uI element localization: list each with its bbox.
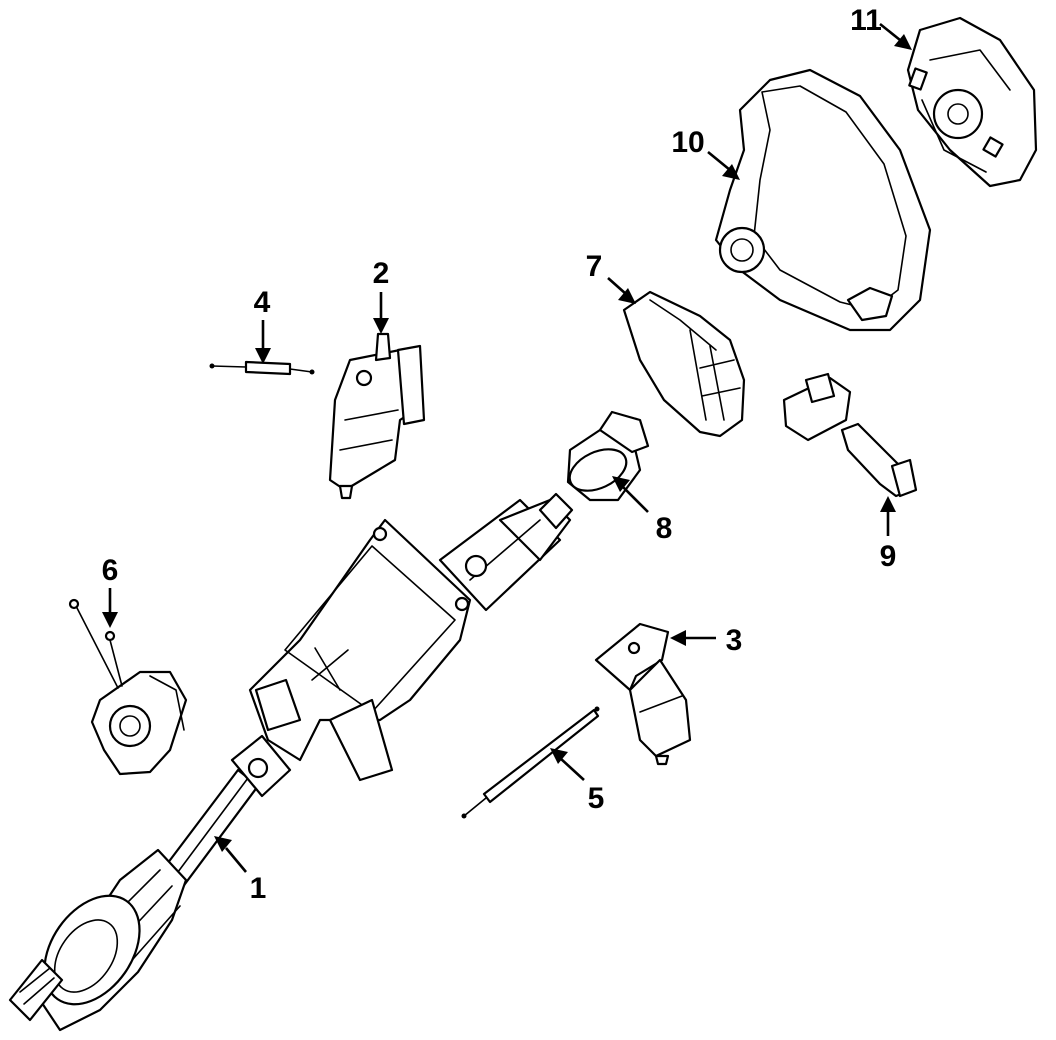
part-2-ignition-switch [328, 332, 426, 500]
callout-5: 5 [588, 782, 605, 815]
part-8-collar [566, 410, 650, 502]
callout-1: 1 [250, 872, 267, 905]
callout-10: 10 [671, 126, 704, 159]
part-11-airbag-module [906, 16, 1038, 188]
callout-9: 9 [880, 540, 897, 573]
leader-arrows [102, 22, 912, 873]
callout-7: 7 [586, 250, 603, 283]
callout-6: 6 [102, 554, 119, 587]
part-4-pin [209, 360, 315, 376]
part-9-turn-signal-switch [782, 372, 918, 498]
part-6-sensor [68, 598, 188, 776]
part-10-steering-wheel [714, 68, 932, 332]
callout-8: 8 [656, 512, 673, 545]
callout-2: 2 [373, 257, 390, 290]
callout-11: 11 [850, 4, 882, 37]
part-3-switch [594, 622, 692, 766]
part-7-switch-cover [622, 290, 746, 438]
part-5-rod [461, 706, 600, 819]
callout-4: 4 [254, 286, 271, 319]
callout-3: 3 [726, 624, 743, 657]
part-1-steering-column [8, 492, 574, 1032]
